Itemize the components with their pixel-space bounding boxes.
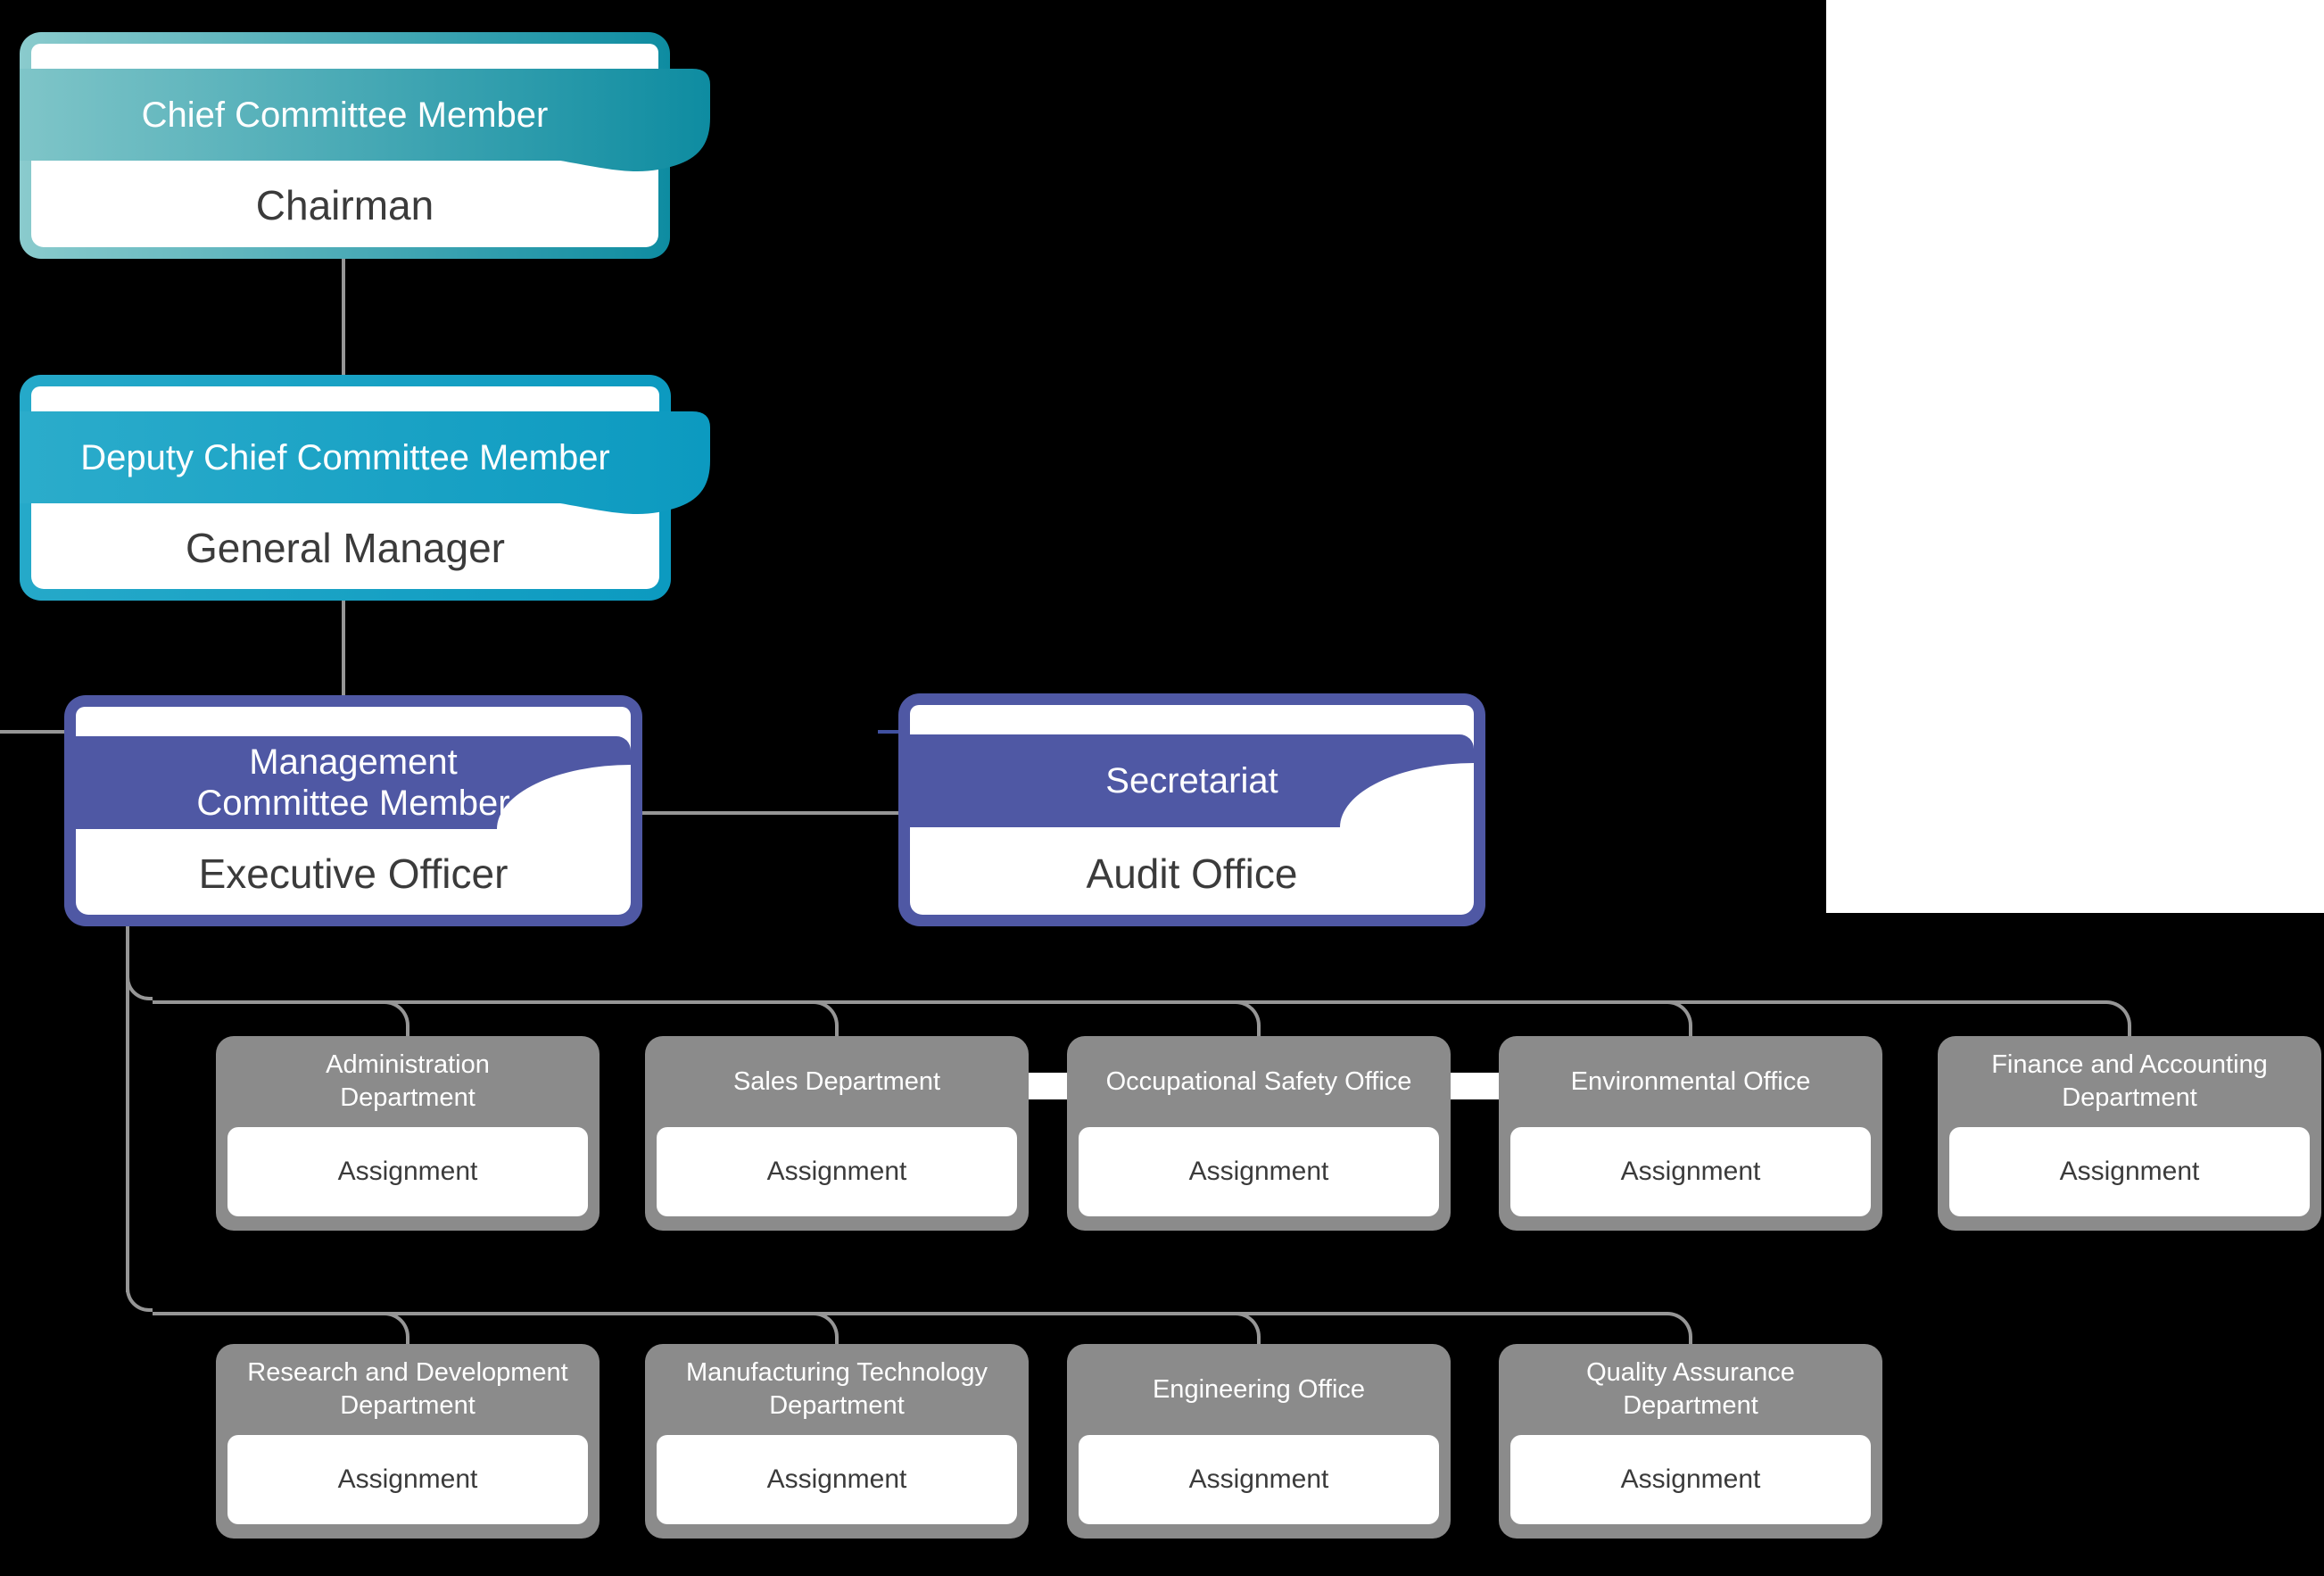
background-panel (1826, 0, 2324, 913)
node-subtitle: Assignment (1510, 1127, 1871, 1216)
node-title: Administration Department (326, 1050, 490, 1112)
node-subtitle: Assignment (227, 1127, 588, 1216)
org-node-secretariat: Secretariat Audit Office (898, 693, 1485, 926)
org-node-engineering-office: Engineering Office Assignment (1067, 1344, 1451, 1539)
node-subtitle: Executive Officer (198, 850, 509, 897)
connector-drop-sales (812, 1000, 839, 1036)
white-link-sales-safety (1029, 1073, 1067, 1099)
node-title: Quality Assurance Department (1586, 1358, 1795, 1420)
connector-drop-finance (2105, 1000, 2131, 1036)
node-top-strip (910, 705, 1474, 732)
org-node-chief-committee-member: Chief Committee Member Chairman (20, 32, 710, 259)
connector-management-secretariat (642, 811, 898, 815)
org-node-management-committee-member: Management Committee Member Executive Of… (64, 695, 642, 926)
connector-gm-management (342, 601, 345, 695)
node-subtitle: Chairman (255, 182, 434, 228)
node-top-strip (76, 707, 631, 734)
connector-drop-quality (1666, 1312, 1692, 1344)
org-node-deputy-chief-committee-member: Deputy Chief Committee Member General Ma… (20, 375, 710, 601)
node-top-strip (31, 44, 658, 69)
connector-drop-engineering (1234, 1312, 1261, 1344)
org-node-administration-department: Administration Department Assignment (216, 1036, 600, 1231)
node-title: Environmental Office (1570, 1066, 1811, 1096)
node-subtitle: Assignment (227, 1435, 588, 1524)
node-subtitle: Assignment (1510, 1435, 1871, 1524)
node-subtitle: Assignment (1079, 1435, 1439, 1524)
node-title: Management Committee Member (196, 742, 510, 823)
node-subtitle: General Manager (186, 525, 505, 571)
connector-drop-occupational-safety (1234, 1000, 1261, 1036)
node-title: Secretariat (1105, 761, 1278, 800)
connector-drop-manufacturing (812, 1312, 839, 1344)
node-title: Finance and Accounting Department (1991, 1050, 2268, 1112)
connector-drop-administration (383, 1000, 409, 1036)
org-node-manufacturing-technology-department: Manufacturing Technology Department Assi… (645, 1344, 1029, 1539)
node-title: Engineering Office (1152, 1374, 1366, 1404)
connector-fork-row1 (126, 977, 153, 1000)
connector-drop-rnd (383, 1312, 409, 1344)
org-node-finance-accounting-department: Finance and Accounting Department Assign… (1938, 1036, 2321, 1231)
connector-drop-environmental (1666, 1000, 1692, 1036)
ribbon-band (76, 736, 631, 829)
node-subtitle: Assignment (1949, 1127, 2310, 1216)
node-subtitle: Assignment (1079, 1127, 1439, 1216)
connector-bus-row1 (153, 1000, 2106, 1004)
node-title: Research and Development Department (247, 1358, 568, 1420)
white-link-safety-environmental (1451, 1073, 1499, 1099)
node-title: Deputy Chief Committee Member (80, 437, 610, 477)
node-subtitle: Audit Office (1086, 850, 1298, 897)
node-title: Occupational Safety Office (1105, 1066, 1412, 1096)
node-title: Manufacturing Technology Department (685, 1358, 988, 1420)
org-node-occupational-safety-office: Occupational Safety Office Assignment (1067, 1036, 1451, 1231)
ribbon-band (20, 411, 710, 514)
connector-trunk (126, 926, 129, 1292)
connector-fork-row2 (126, 1289, 153, 1312)
org-node-quality-assurance-department: Quality Assurance Department Assignment (1499, 1344, 1882, 1539)
connector-secretariat-stub (878, 730, 898, 734)
node-title: Chief Committee Member (141, 95, 549, 135)
connector-left-stub (0, 730, 64, 734)
org-node-environmental-office: Environmental Office Assignment (1499, 1036, 1882, 1231)
node-subtitle: Assignment (657, 1435, 1017, 1524)
connector-bus-row2 (153, 1312, 1667, 1315)
ribbon-band (20, 69, 710, 171)
org-node-sales-department: Sales Department Assignment (645, 1036, 1029, 1231)
org-node-research-development-department: Research and Development Department Assi… (216, 1344, 600, 1539)
ribbon-band (910, 734, 1474, 827)
connector-chairman-gm (342, 259, 345, 375)
node-title: Sales Department (732, 1066, 941, 1096)
node-top-strip (31, 386, 659, 411)
node-subtitle: Assignment (657, 1127, 1017, 1216)
